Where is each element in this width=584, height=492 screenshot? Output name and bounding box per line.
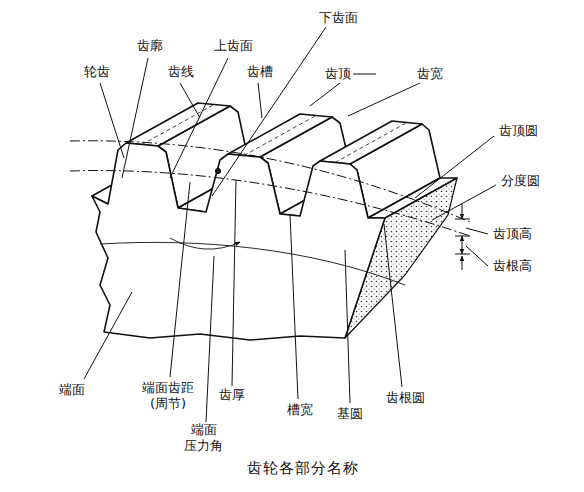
part-label: 齿线 (167, 64, 195, 80)
part-label: 齿厚 (218, 387, 246, 403)
part-label: 槽宽 (286, 402, 314, 418)
part-label: 齿槽 (246, 64, 274, 80)
part-label: 端面 压力角 (182, 422, 227, 453)
tooth-top-land (126, 103, 230, 146)
part-label: 下齿面 (318, 10, 359, 26)
figure-caption: 齿轮各部分名称 (247, 459, 359, 478)
tooth-trace (244, 116, 316, 156)
part-label: 齿宽 (416, 66, 444, 82)
tooth-trace (142, 105, 214, 145)
part-label: 端面齿距 (周节) (138, 380, 197, 411)
part-label: 齿顶 (324, 66, 352, 82)
part-label: 齿根圆 (385, 390, 426, 406)
part-label: 轮齿 (83, 64, 111, 80)
gear-front-face (92, 143, 385, 340)
part-label: 上齿面 (213, 38, 254, 54)
part-label: 齿廓 (136, 38, 164, 54)
tooth-trace (335, 123, 407, 163)
tooth-top-land (228, 114, 332, 157)
part-label: 齿顶高 (492, 226, 533, 242)
part-label: 端面 (58, 382, 86, 398)
part-label: 齿顶圆 (498, 123, 539, 139)
part-label: 基圆 (336, 406, 364, 422)
part-label: 分度圆 (500, 173, 541, 189)
part-label: 齿根高 (492, 258, 533, 274)
tooth-top-land (320, 121, 422, 164)
